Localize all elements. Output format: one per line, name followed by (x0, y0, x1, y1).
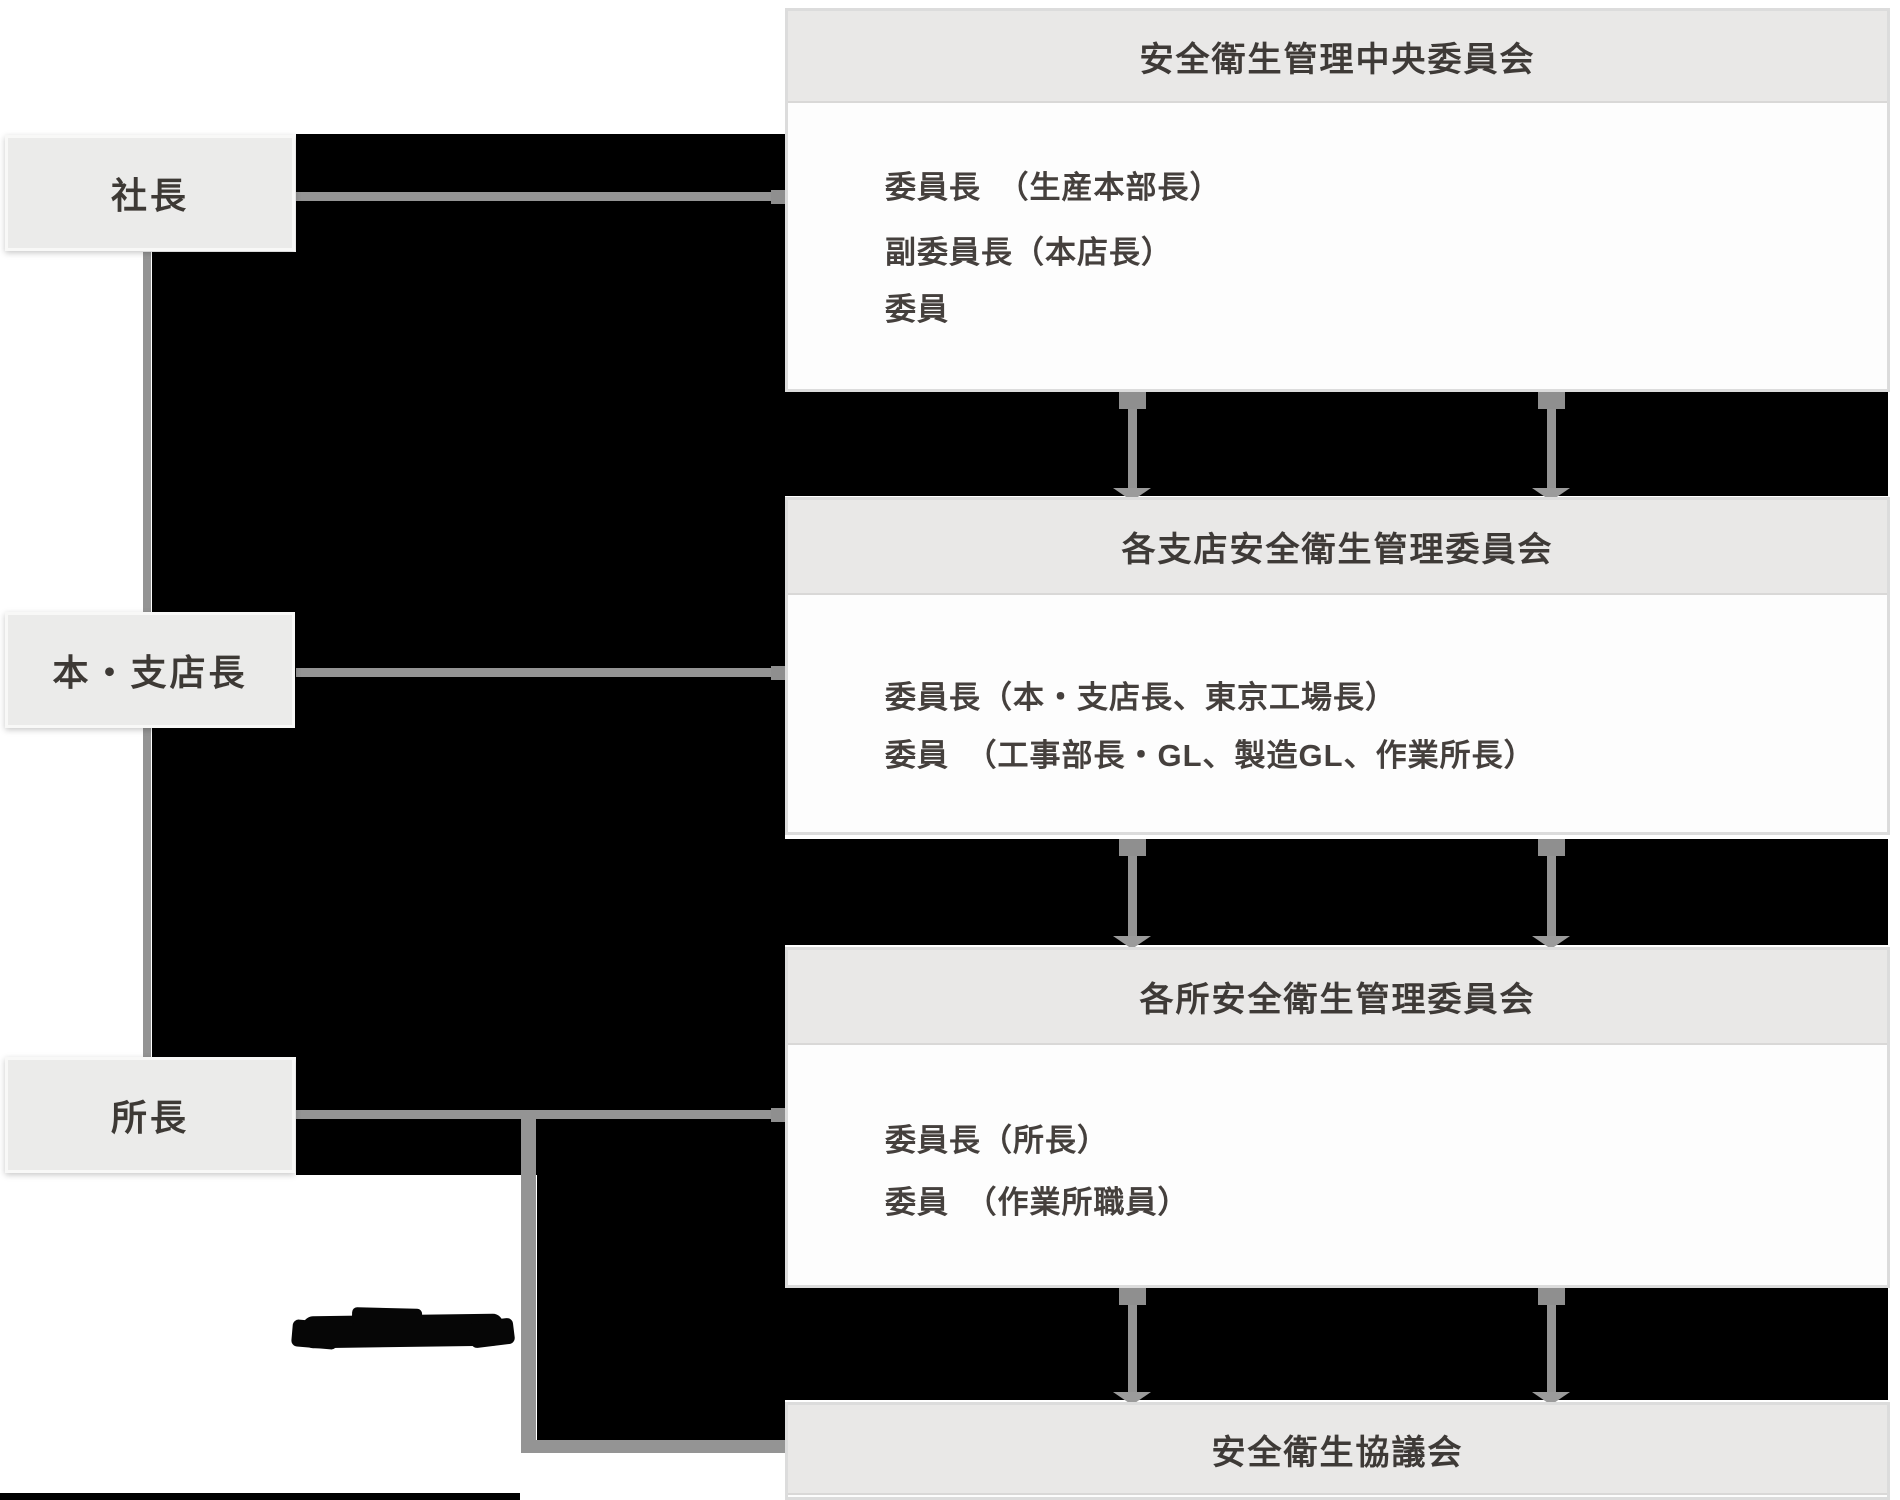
site-to-committee-line (296, 1110, 785, 1119)
role-box-site-manager: 所長 (5, 1057, 295, 1173)
line-end-cap (771, 1108, 785, 1122)
line-end-cap (771, 190, 785, 204)
president-to-central-line (296, 192, 785, 201)
redaction-band-3 (785, 1288, 1888, 1400)
panel-central-committee: 安全衛生管理中央委員会 (785, 8, 1890, 392)
central-committee-member-line: 委員 (885, 292, 949, 327)
branch-committee-member-line: 委員長（本・支店長、東京工場長） (885, 680, 1397, 715)
arrow-head-down-icon (1113, 1392, 1151, 1405)
redaction-scribble (290, 1319, 340, 1350)
council-connector-vertical (521, 1114, 536, 1453)
redaction-block-lower-center (537, 1175, 785, 1440)
redaction-scribble (351, 1307, 423, 1327)
branch-committee-member-line: 委員 （工事部長・GL、製造GL、作業所長） (885, 738, 1536, 773)
arrow-head-down-icon (1113, 936, 1151, 949)
arrow-tail-cap (1538, 839, 1565, 856)
arrow-head-down-icon (1532, 936, 1570, 949)
panel-branch-committee: 各支店安全衛生管理委員会 (785, 497, 1890, 835)
arrow-shaft (1547, 392, 1556, 496)
central-committee-member-line: 委員長 （生産本部長） (885, 170, 1222, 205)
arrow-tail-cap (1119, 839, 1146, 856)
panel-title: 各所安全衛生管理委員会 (1139, 981, 1536, 1019)
arrow-head-down-icon (1532, 1392, 1570, 1405)
arrow-shaft (1128, 839, 1137, 945)
panel-header: 安全衛生協議会 (788, 1405, 1887, 1495)
redaction-scribble (468, 1317, 516, 1349)
arrow-tail-cap (1119, 1288, 1146, 1305)
panel-title: 安全衛生協議会 (1211, 1433, 1464, 1472)
redaction-band-1 (785, 392, 1888, 496)
arrow-tail-cap (1119, 392, 1146, 409)
arrow-tail-cap (1538, 1288, 1565, 1305)
panel-header: 各支店安全衛生管理委員会 (788, 500, 1887, 595)
role-box-label: 本・支店長 (52, 652, 248, 693)
role-box-label: 社長 (110, 175, 189, 216)
line-end-cap (771, 666, 785, 680)
arrow-shaft (1128, 1288, 1137, 1400)
panel-header: 安全衛生管理中央委員会 (788, 11, 1887, 103)
arrow-shaft (1128, 392, 1137, 496)
redaction-block-center (296, 134, 785, 1175)
redaction-band-2 (785, 839, 1888, 945)
panel-title: 安全衛生管理中央委員会 (1139, 40, 1536, 79)
site-committee-member-line: 委員 （作業所職員） (885, 1185, 1190, 1220)
redaction-bottom-bar (0, 1493, 520, 1500)
panel-header: 各所安全衛生管理委員会 (788, 950, 1887, 1045)
arrow-tail-cap (1538, 392, 1565, 409)
arrow-shaft (1547, 839, 1556, 945)
site-committee-member-line: 委員長（所長） (885, 1123, 1109, 1158)
council-connector-horizontal (521, 1440, 788, 1453)
role-box-head-branch-manager: 本・支店長 (5, 612, 295, 728)
role-box-president: 社長 (5, 135, 295, 251)
branch-to-committee-line (296, 668, 785, 677)
panel-site-committee: 各所安全衛生管理委員会 (785, 947, 1890, 1288)
panel-title: 各支店安全衛生管理委員会 (1121, 531, 1554, 569)
panel-council: 安全衛生協議会 (785, 1402, 1890, 1500)
role-box-label: 所長 (110, 1097, 189, 1138)
central-committee-member-line: 副委員長（本店長） (885, 235, 1173, 270)
arrow-shaft (1547, 1288, 1556, 1400)
